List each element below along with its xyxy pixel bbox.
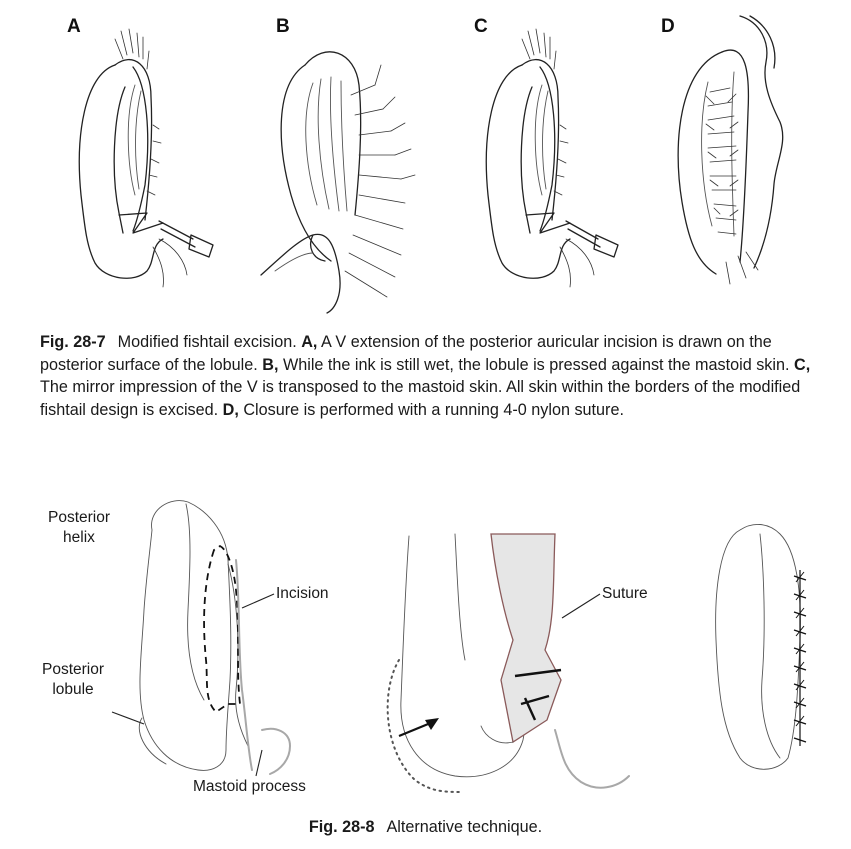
figure-28-8: Posterior helix Incision Posterior lobul… [0, 480, 851, 849]
panel-d-illustration [650, 12, 820, 292]
caption-text-c: The mirror impression of the V is transp… [40, 378, 801, 419]
caption-marker-a: A, [301, 333, 318, 351]
label-incision: Incision [276, 585, 329, 602]
middle-suture-diagram [385, 530, 645, 800]
panel-letter-b: B [276, 16, 290, 37]
caption-marker-d: D, [222, 400, 239, 419]
figure-28-8-caption: Fig. 28-8 Alternative technique. [0, 816, 851, 839]
caption-title-text: Modified fishtail excision. [117, 333, 297, 351]
panel-b-illustration [255, 25, 445, 315]
left-ear-diagram [130, 490, 310, 780]
mastoid-leader-line [255, 749, 263, 777]
caption-28-8-text: Alternative technique. [386, 818, 543, 836]
caption-marker-c: C, [794, 355, 811, 374]
caption-marker-b: B, [262, 355, 279, 374]
panel-a-illustration [55, 25, 235, 290]
caption-28-8-label: Fig. 28-8 [308, 818, 375, 836]
incision-leader-line [241, 593, 275, 609]
lobule-leader-line [111, 711, 145, 725]
right-ear-closure-diagram [700, 510, 840, 780]
panel-letter-d: D [661, 16, 675, 37]
caption-label: Fig. 28-7 [40, 333, 106, 351]
label-suture: Suture [602, 585, 648, 602]
caption-text-a: A V extension of the posterior auricular… [40, 333, 772, 374]
label-posterior-lobule: Posterior lobule [41, 661, 105, 698]
figure-28-7: A B C [0, 0, 851, 420]
caption-text-d: Closure is performed with a running 4-0 … [243, 400, 624, 419]
panel-letter-c: C [474, 16, 488, 37]
label-posterior-helix: Posterior helix [47, 509, 111, 546]
panel-letter-a: A [67, 16, 81, 37]
caption-text-b: While the ink is still wet, the lobule i… [282, 355, 790, 374]
suture-leader-line [561, 593, 601, 619]
panel-c-illustration [462, 25, 642, 290]
label-mastoid-process: Mastoid process [193, 778, 306, 795]
